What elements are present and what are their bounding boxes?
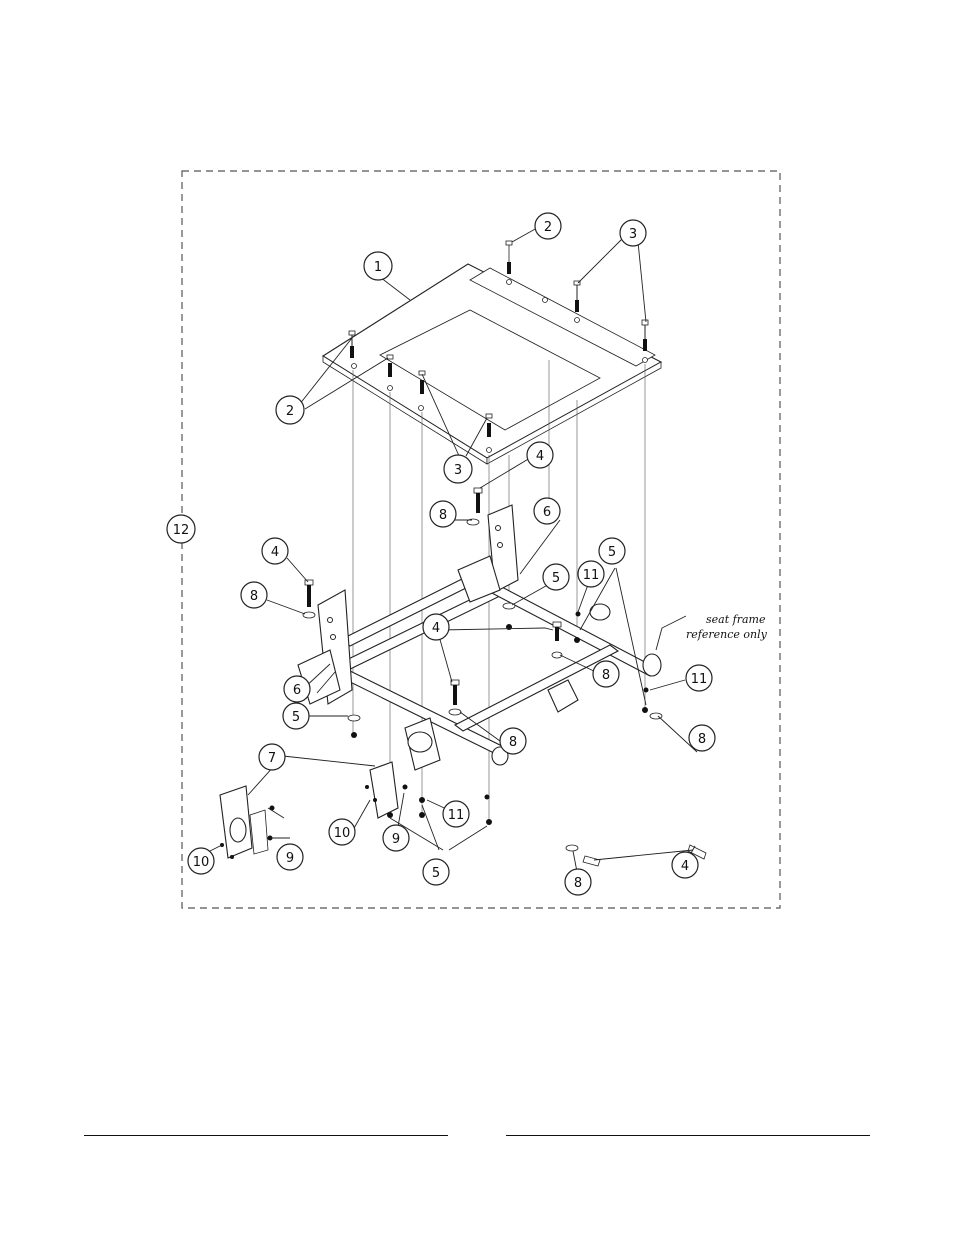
assembly-boundary — [181, 170, 781, 909]
callout-4-left: 4 — [261, 537, 289, 565]
svg-text:4: 4 — [681, 859, 689, 874]
callout-3-center: 3 — [443, 454, 473, 484]
svg-text:5: 5 — [608, 545, 616, 560]
footer-rule-right — [506, 1135, 870, 1136]
svg-text:4: 4 — [536, 449, 544, 464]
callout-9-center: 9 — [382, 824, 410, 852]
callout-5-bottom: 5 — [422, 858, 450, 886]
callout-11-bottom: 11 — [442, 800, 470, 828]
svg-text:8: 8 — [698, 732, 706, 747]
note-seat-frame: seat frame — [706, 613, 766, 626]
svg-text:8: 8 — [509, 735, 517, 750]
callout-11-top: 11 — [577, 560, 605, 588]
callout-10-left: 10 — [187, 847, 215, 875]
callout-11-right: 11 — [685, 664, 713, 692]
callout-7: 7 — [258, 743, 286, 771]
svg-text:3: 3 — [454, 463, 462, 478]
callout-2-left: 2 — [275, 395, 305, 425]
svg-text:9: 9 — [286, 851, 294, 866]
svg-text:3: 3 — [629, 227, 637, 242]
seat-pan — [321, 263, 663, 465]
hardware — [220, 487, 707, 867]
callout-10-center: 10 — [328, 818, 356, 846]
svg-text:8: 8 — [439, 508, 447, 523]
svg-text:2: 2 — [544, 220, 552, 235]
callout-2-top: 2 — [534, 212, 562, 240]
svg-text:5: 5 — [552, 571, 560, 586]
callout-6-top: 6 — [533, 497, 561, 525]
callout-5-left: 5 — [282, 702, 310, 730]
svg-text:5: 5 — [292, 710, 300, 725]
callout-12: 12 — [166, 514, 196, 544]
note-reference-only: reference only — [686, 628, 768, 641]
svg-text:4: 4 — [432, 621, 440, 636]
svg-text:10: 10 — [193, 855, 210, 870]
svg-text:12: 12 — [173, 523, 190, 538]
callout-4-bottom-right: 4 — [671, 851, 699, 879]
callout-8-right: 8 — [592, 660, 620, 688]
callout-5-top-right: 5 — [598, 537, 626, 565]
svg-text:6: 6 — [543, 505, 551, 520]
svg-text:1: 1 — [374, 260, 382, 275]
svg-text:10: 10 — [334, 826, 351, 841]
svg-text:8: 8 — [250, 589, 258, 604]
callout-6-left: 6 — [283, 675, 311, 703]
svg-text:8: 8 — [574, 876, 582, 891]
callout-3-top: 3 — [619, 219, 647, 247]
callout-8-far-right: 8 — [688, 724, 716, 752]
svg-text:6: 6 — [293, 683, 301, 698]
svg-text:8: 8 — [602, 668, 610, 683]
seat-screws — [348, 240, 649, 437]
svg-text:11: 11 — [448, 808, 465, 823]
footer-rule-left — [84, 1135, 448, 1136]
callout-8-bottom: 8 — [564, 868, 592, 896]
svg-text:11: 11 — [691, 672, 708, 687]
callout-9-left: 9 — [276, 843, 304, 871]
bracket-rear-right — [457, 504, 519, 603]
callout-8-left: 8 — [240, 581, 268, 609]
reference-lines — [352, 360, 646, 822]
svg-text:2: 2 — [286, 404, 294, 419]
callout-5-center: 5 — [542, 563, 570, 591]
callout-4-center: 4 — [526, 441, 554, 469]
svg-text:4: 4 — [271, 545, 279, 560]
callout-8-top: 8 — [429, 500, 457, 528]
callout-1: 1 — [363, 251, 393, 281]
svg-text:5: 5 — [432, 866, 440, 881]
clamp-front-center — [404, 717, 441, 771]
bracket-item-7 — [219, 761, 399, 859]
leader-lines — [207, 227, 698, 878]
svg-text:9: 9 — [392, 832, 400, 847]
clamp-right — [547, 603, 611, 713]
callout-4-mid: 4 — [422, 613, 450, 641]
svg-text:11: 11 — [583, 568, 600, 583]
svg-text:7: 7 — [268, 751, 276, 766]
callout-8-front: 8 — [499, 727, 527, 755]
